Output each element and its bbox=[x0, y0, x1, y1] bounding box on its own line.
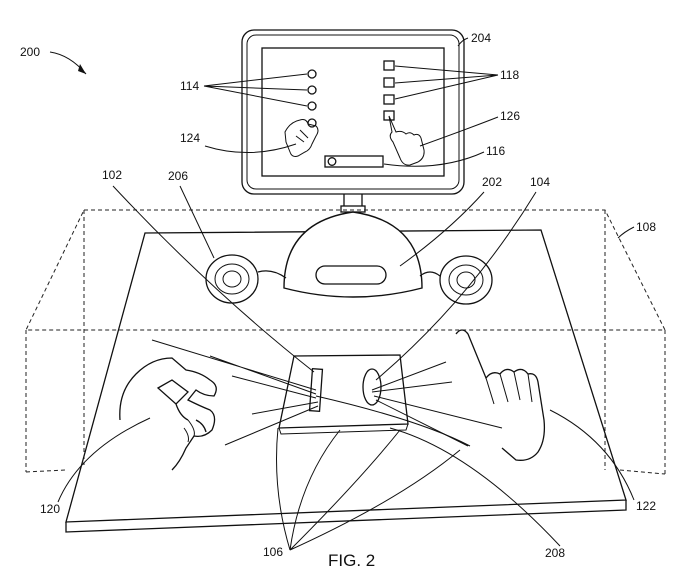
pointer-circles bbox=[307, 69, 317, 128]
label-124: 124 bbox=[180, 131, 200, 145]
label-102: 102 bbox=[102, 168, 122, 182]
label-122: 122 bbox=[636, 499, 656, 513]
label-206: 206 bbox=[168, 169, 188, 183]
left-hand-outline bbox=[119, 357, 217, 471]
table-surface bbox=[65, 229, 627, 533]
detection-rays bbox=[151, 339, 503, 447]
label-202: 202 bbox=[482, 175, 502, 189]
figure-caption: FIG. 2 bbox=[328, 551, 375, 570]
monitor bbox=[241, 29, 465, 213]
detection-volume bbox=[25, 209, 666, 475]
arrow-200-head bbox=[78, 64, 86, 74]
right-hand-outline bbox=[455, 329, 546, 461]
pointing-hand-icon bbox=[388, 115, 425, 166]
label-116: 116 bbox=[486, 144, 505, 158]
label-114: 114 bbox=[180, 79, 199, 93]
speaker-left bbox=[205, 254, 259, 304]
menu-boxes bbox=[383, 60, 395, 121]
label-118: 118 bbox=[500, 68, 519, 82]
label-108: 108 bbox=[636, 220, 656, 234]
label-208: 208 bbox=[545, 546, 565, 560]
label-104: 104 bbox=[530, 175, 550, 189]
label-200: 200 bbox=[20, 45, 40, 59]
slider-bar bbox=[324, 155, 384, 168]
label-106: 106 bbox=[263, 545, 283, 559]
label-120: 120 bbox=[40, 502, 60, 516]
grab-hand-icon bbox=[284, 119, 319, 157]
label-126: 126 bbox=[500, 109, 520, 123]
speaker-right bbox=[439, 255, 493, 305]
label-204: 204 bbox=[471, 31, 491, 45]
computer-dome bbox=[283, 211, 423, 298]
sensor-pad bbox=[278, 354, 409, 435]
